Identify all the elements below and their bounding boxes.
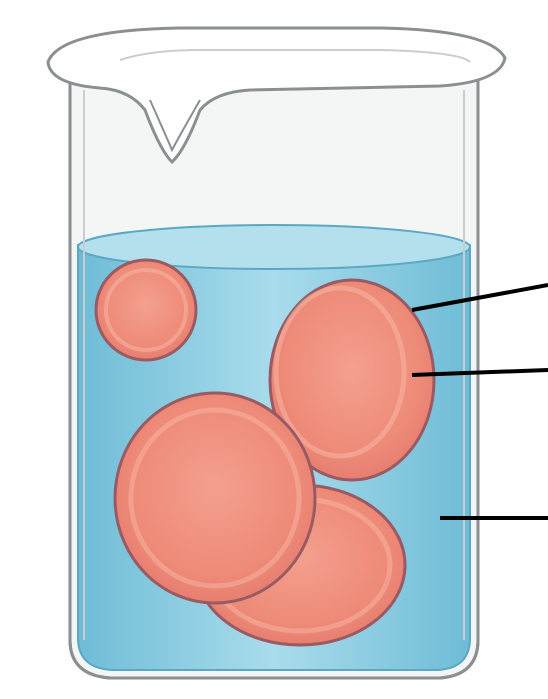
cell-lower-left — [115, 393, 315, 603]
cell-small-left — [96, 260, 196, 360]
